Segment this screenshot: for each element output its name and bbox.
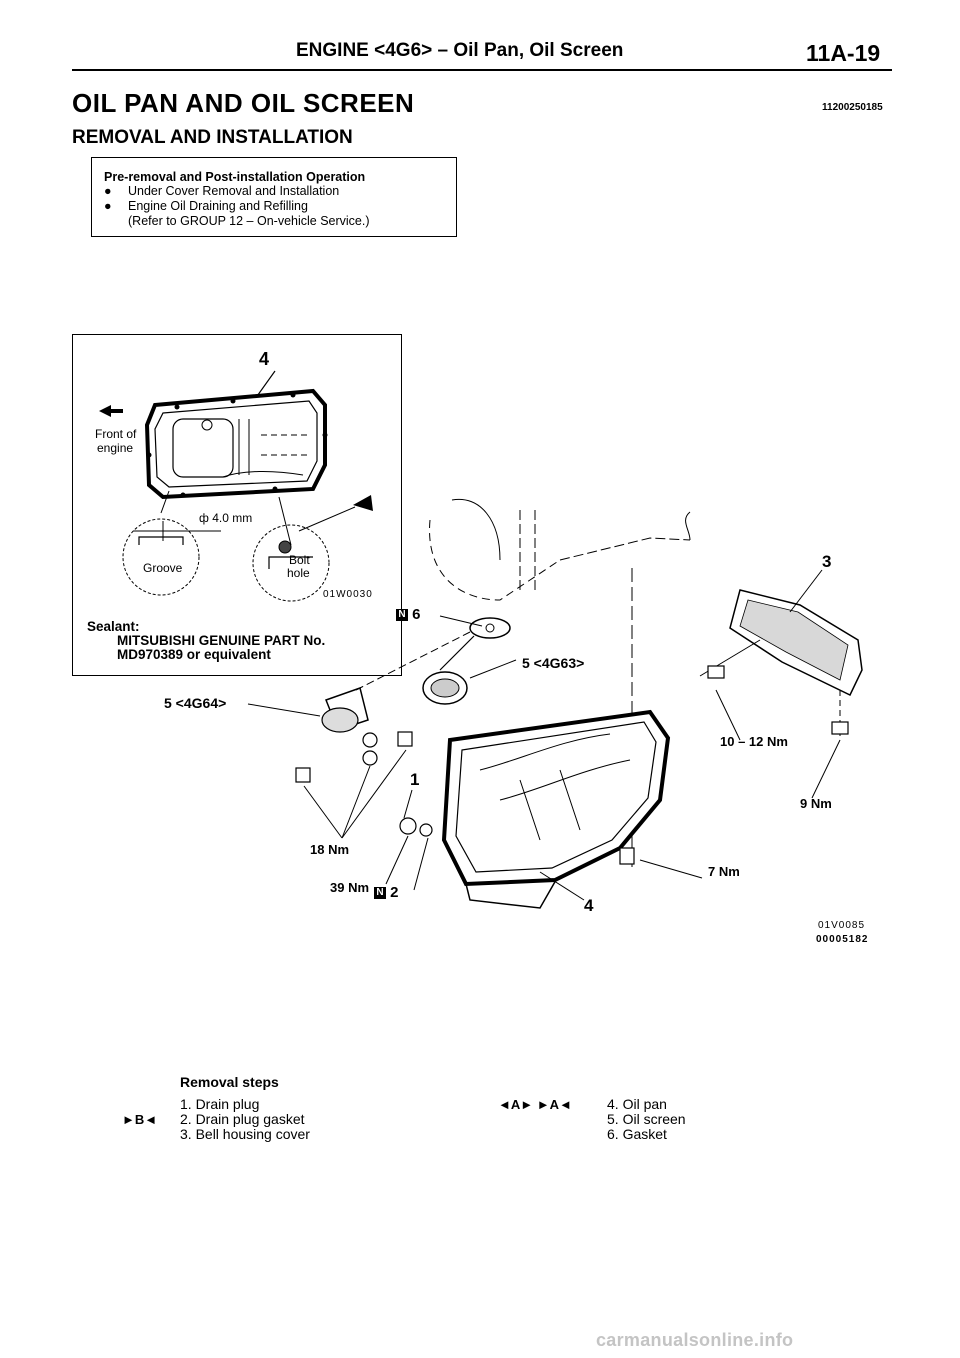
torque-39-label: 39 Nm [330,880,370,895]
inset-part-number: 4 [259,349,270,369]
torque-18-label: 18 Nm [310,842,350,857]
bead-diameter-label: ф 4.0 mm [199,511,253,525]
sealant-part-line: MITSUBISHI GENUINE PART No. [117,633,326,648]
part-4-label: 4 [584,896,594,915]
sealant-part-line-2: MD970389 or equivalent [117,647,271,662]
front-of-engine-label-2: engine [97,441,134,455]
operation-box: Pre-removal and Post-installation Operat… [91,157,457,237]
service-point-mark: ◄A► ►A◄ [498,1097,572,1112]
header-rule [72,69,892,71]
watermark: carmanualsonline.info [596,1330,794,1350]
torque-7-label: 7 Nm [708,864,740,879]
new-part-icon: N [396,609,408,622]
part-2-label: N 2 [374,884,399,901]
section-header: ENGINE <4G6> – Oil Pan, Oil Screen [296,40,624,61]
diagram-figure-code: 01V0085 [818,920,866,931]
operation-item: ●Engine Oil Draining and Refilling [104,199,308,213]
part-1-label: 1 [410,770,420,789]
diagram-figure-number: 00005182 [816,934,869,945]
part-5-4g64-label: 5 <4G64> [164,695,227,711]
bullet-icon: ● [104,199,112,213]
inset-figure-code: 01W0030 [323,589,373,600]
part-5-4g63-label: 5 <4G63> [522,655,585,671]
bolt-hole-label: Bolt [289,553,310,567]
new-part-icon: N [374,887,386,900]
removal-step: 3. Bell housing cover [180,1126,310,1142]
operation-title: Pre-removal and Post-installation Operat… [104,170,366,184]
service-point-mark: ►B◄ [122,1112,158,1127]
removal-step: 1. Drain plug [180,1096,260,1112]
operation-reference: (Refer to GROUP 12 – On-vehicle Service.… [128,214,370,228]
removal-steps-heading: Removal steps [180,1074,279,1090]
removal-step: 2. Drain plug gasket [180,1111,305,1127]
operation-item: ●Under Cover Removal and Installation [104,184,340,198]
torque-10-12-label: 10 – 12 Nm [720,734,788,749]
sealant-detail-inset: 4 Front of engine ф 4.0 mm Groove Bolt h… [72,334,402,676]
sealant-title: Sealant: [87,619,140,634]
bolt-hole-label-2: hole [287,566,310,580]
groove-label: Groove [143,561,183,575]
oil-pan-top-view-illustration [99,370,373,602]
removal-step: 4. Oil pan [607,1096,667,1112]
bullet-icon: ● [104,184,112,198]
page-number: 11A-19 [806,40,881,66]
page-title: OIL PAN AND OIL SCREEN [72,88,415,118]
part-6-label: N 6 [396,606,421,623]
removal-step: 6. Gasket [607,1126,667,1142]
section-subtitle: REMOVAL AND INSTALLATION [72,127,353,148]
front-of-engine-label: Front of [95,427,137,441]
part-3-label: 3 [822,552,832,571]
removal-step: 5. Oil screen [607,1111,686,1127]
torque-9-label: 9 Nm [800,796,832,811]
document-id: 11200250185 [822,102,883,113]
